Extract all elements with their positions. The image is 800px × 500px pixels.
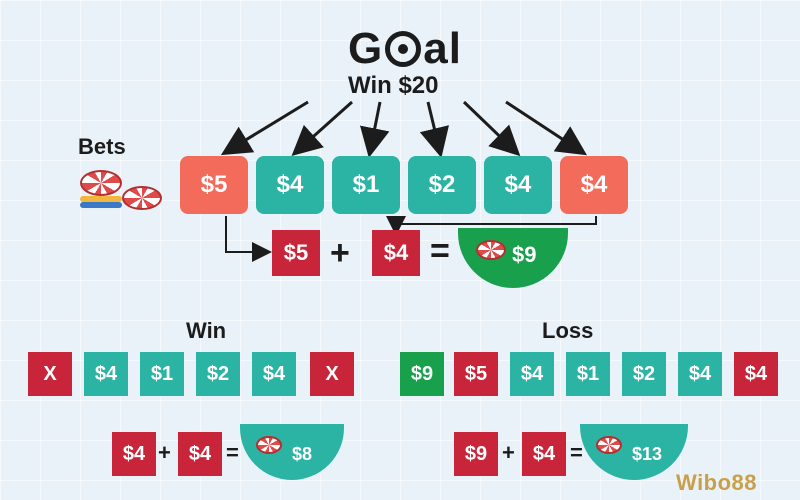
chip-icon xyxy=(122,186,162,210)
chip-icon xyxy=(476,240,506,260)
chip-icon xyxy=(256,436,282,454)
win-label: Win xyxy=(186,318,227,343)
chip-stack-icon xyxy=(80,202,122,208)
bet-box: $4 xyxy=(484,156,552,214)
win-combo-left: $4 xyxy=(112,432,156,476)
win-equals: = xyxy=(226,440,239,465)
chip-icon xyxy=(596,436,622,454)
bet-box: $1 xyxy=(332,156,400,214)
loss-plus: + xyxy=(502,440,515,465)
arrow-icon xyxy=(225,216,272,262)
loss-row-box: $2 xyxy=(622,352,666,396)
win-row-box: X xyxy=(310,352,354,396)
loss-combo-left: $9 xyxy=(454,432,498,476)
bet-box: $4 xyxy=(560,156,628,214)
loss-combo-right: $4 xyxy=(522,432,566,476)
win-combo-right: $4 xyxy=(178,432,222,476)
win-row-box: X xyxy=(28,352,72,396)
win-result-value: $8 xyxy=(292,444,313,464)
bets-label: Bets xyxy=(78,134,126,159)
chip-icon xyxy=(80,170,122,196)
loss-row-box: $4 xyxy=(510,352,554,396)
win-row-box: $1 xyxy=(140,352,184,396)
win-row-box: $4 xyxy=(252,352,296,396)
arrow-icon xyxy=(386,216,597,236)
brand-logo: Wibo88 xyxy=(676,470,758,495)
arrow-icon xyxy=(462,100,521,157)
arrow-icon xyxy=(359,101,390,158)
arrow-icon xyxy=(291,100,353,156)
arrow-icon xyxy=(220,100,309,156)
bet-box: $2 xyxy=(408,156,476,214)
win-row-box: $4 xyxy=(84,352,128,396)
goal-subtitle: Win $20 xyxy=(348,72,439,99)
target-icon xyxy=(385,31,422,67)
chip-stack-icon xyxy=(80,196,122,202)
plus-sign: + xyxy=(330,234,350,272)
loss-label: Loss xyxy=(542,318,594,343)
bet-box: $5 xyxy=(180,156,248,214)
bet-box: $4 xyxy=(256,156,324,214)
result-value: $9 xyxy=(512,242,537,267)
loss-equals: = xyxy=(570,440,583,465)
loss-row-box: $9 xyxy=(400,352,444,396)
arrow-icon xyxy=(419,101,449,158)
title-letters-al: al xyxy=(423,24,462,73)
win-row-box: $2 xyxy=(196,352,240,396)
loss-row-box: $4 xyxy=(678,352,722,396)
goal-title: G al xyxy=(348,24,462,74)
loss-row-box: $4 xyxy=(734,352,778,396)
equals-sign: = xyxy=(430,232,450,270)
loss-result-value: $13 xyxy=(632,444,663,464)
loss-row-box: $5 xyxy=(454,352,498,396)
arrow-icon xyxy=(505,100,588,156)
title-letter-g: G xyxy=(348,24,384,73)
loss-row-box: $1 xyxy=(566,352,610,396)
win-result-bowl: $8 xyxy=(240,424,344,480)
combo-left-box: $5 xyxy=(272,230,320,276)
win-plus: + xyxy=(158,440,171,465)
combo-right-box: $4 xyxy=(372,230,420,276)
